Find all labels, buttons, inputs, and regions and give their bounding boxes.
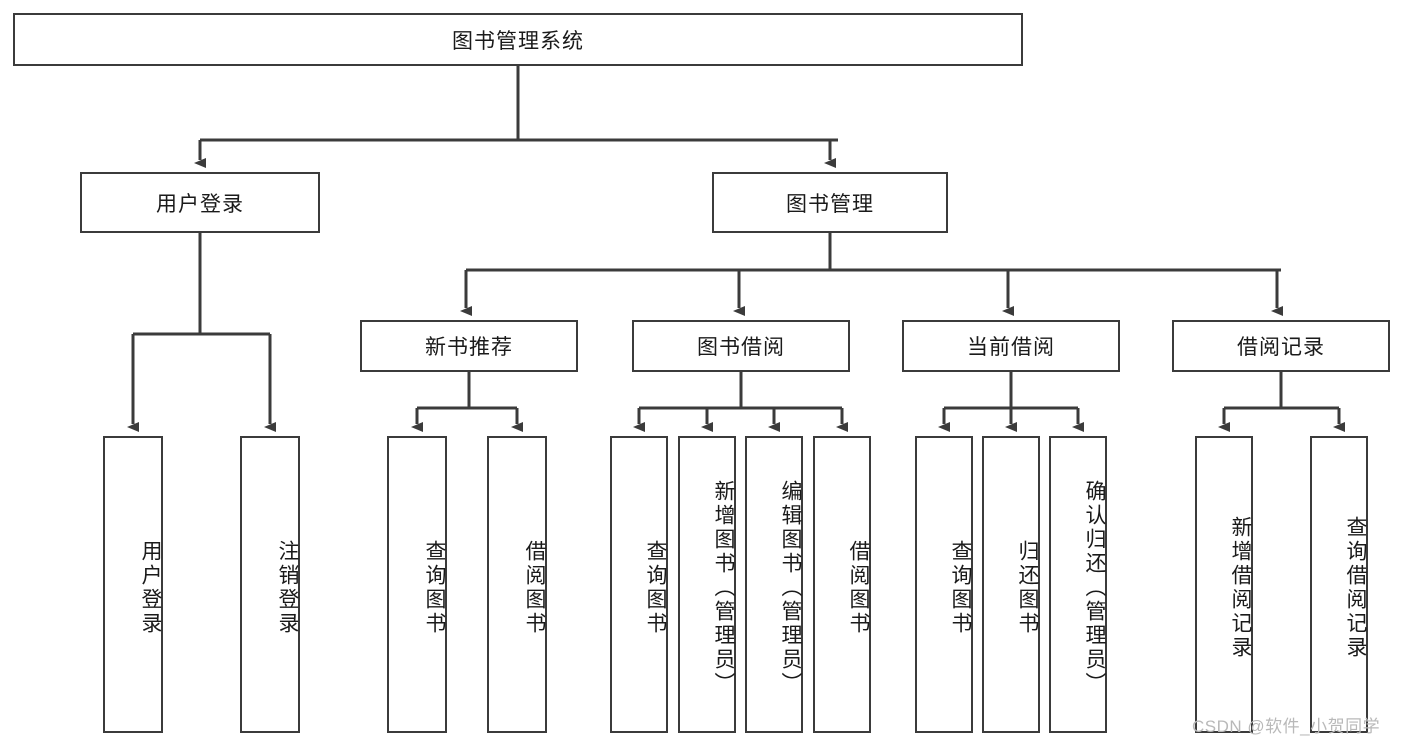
leaf-borrow-book-2-label: 借阅图书 (847, 539, 870, 636)
leaf-confirm-return[interactable]: 确认归还（管理员） (1049, 436, 1107, 733)
leaf-query-book-1-label: 查询图书 (423, 539, 446, 636)
leaf-user-logout-label: 注销登录 (276, 539, 299, 636)
node-root[interactable]: 图书管理系统 (13, 13, 1023, 66)
node-borrow-record[interactable]: 借阅记录 (1172, 320, 1390, 372)
leaf-add-book-label: 新增图书（管理员） (712, 479, 735, 696)
node-user-login[interactable]: 用户登录 (80, 172, 320, 233)
node-new-book-recommend[interactable]: 新书推荐 (360, 320, 578, 372)
leaf-edit-book[interactable]: 编辑图书（管理员） (745, 436, 803, 733)
leaf-edit-book-label: 编辑图书（管理员） (779, 479, 802, 696)
leaf-query-book-3[interactable]: 查询图书 (915, 436, 973, 733)
leaf-query-book-2[interactable]: 查询图书 (610, 436, 668, 733)
node-user-login-label: 用户登录 (156, 192, 244, 216)
leaf-return-book[interactable]: 归还图书 (982, 436, 1040, 733)
leaf-add-book[interactable]: 新增图书（管理员） (678, 436, 736, 733)
node-root-label: 图书管理系统 (452, 29, 584, 53)
leaf-confirm-return-label: 确认归还（管理员） (1083, 479, 1106, 696)
leaf-user-login[interactable]: 用户登录 (103, 436, 163, 733)
leaf-user-login-label: 用户登录 (139, 539, 162, 636)
leaf-user-logout[interactable]: 注销登录 (240, 436, 300, 733)
node-book-manage-label: 图书管理 (786, 192, 874, 216)
node-new-book-recommend-label: 新书推荐 (425, 336, 513, 359)
leaf-borrow-book-1[interactable]: 借阅图书 (487, 436, 547, 733)
leaf-add-record[interactable]: 新增借阅记录 (1195, 436, 1253, 733)
node-book-borrow[interactable]: 图书借阅 (632, 320, 850, 372)
leaf-query-record[interactable]: 查询借阅记录 (1310, 436, 1368, 733)
node-current-borrow-label: 当前借阅 (967, 336, 1055, 359)
leaf-query-book-3-label: 查询图书 (949, 539, 972, 636)
node-current-borrow[interactable]: 当前借阅 (902, 320, 1120, 372)
leaf-borrow-book-1-label: 借阅图书 (523, 539, 546, 636)
node-book-manage[interactable]: 图书管理 (712, 172, 948, 233)
leaf-borrow-book-2[interactable]: 借阅图书 (813, 436, 871, 733)
leaf-query-book-1[interactable]: 查询图书 (387, 436, 447, 733)
leaf-return-book-label: 归还图书 (1016, 539, 1039, 636)
csdn-watermark: CSDN @软件_小贺同学 (1192, 717, 1381, 736)
leaf-query-book-2-label: 查询图书 (644, 539, 667, 636)
leaf-add-record-label: 新增借阅记录 (1229, 515, 1252, 660)
leaf-query-record-label: 查询借阅记录 (1344, 515, 1367, 660)
node-book-borrow-label: 图书借阅 (697, 336, 785, 359)
node-borrow-record-label: 借阅记录 (1237, 336, 1325, 359)
